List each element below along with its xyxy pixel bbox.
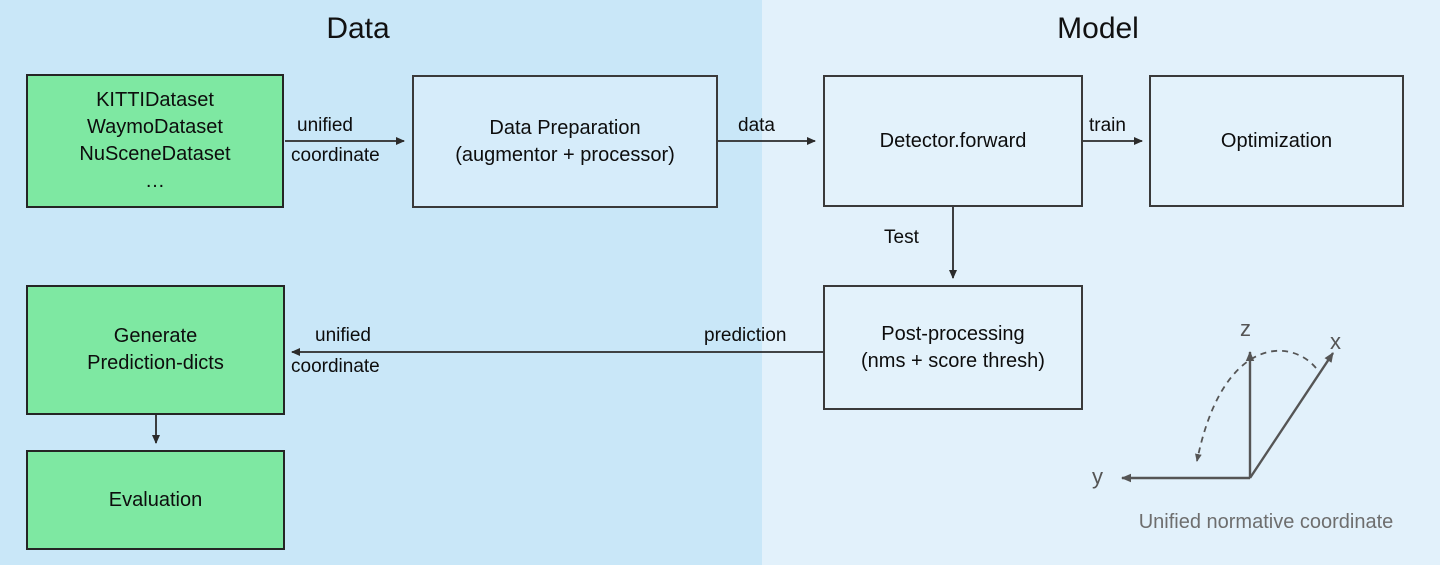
axis-z-label: z	[1240, 316, 1251, 341]
node-evaluation-label: Evaluation	[108, 488, 203, 511]
node-post-processing[interactable]: Post-processing (nms + score thresh)	[823, 285, 1083, 410]
node-detector-forward[interactable]: Detector.forward	[823, 75, 1083, 207]
edge-label-data: data	[738, 115, 775, 136]
edge-label-coordinate-top: coordinate	[291, 145, 380, 166]
node-detector-forward-label: Detector.forward	[879, 129, 1027, 152]
edge-label-prediction: prediction	[704, 325, 787, 346]
edge-label-test: Test	[884, 227, 919, 248]
node-datasets-label: KITTIDataset WaymoDataset NuSceneDataset…	[79, 89, 231, 192]
node-data-preparation[interactable]: Data Preparation (augmentor + processor)	[412, 75, 718, 208]
node-generate-prediction-dicts[interactable]: Generate Prediction-dicts	[26, 285, 285, 415]
node-data-preparation-label: Data Preparation (augmentor + processor)	[455, 116, 675, 166]
node-optimization-label: Optimization	[1220, 129, 1333, 152]
edge-label-train: train	[1089, 115, 1126, 136]
data-region-title: Data	[326, 12, 390, 45]
node-evaluation[interactable]: Evaluation	[26, 450, 285, 550]
node-optimization[interactable]: Optimization	[1149, 75, 1404, 207]
model-region-title: Model	[1057, 12, 1139, 45]
axis-y-label: y	[1092, 464, 1103, 489]
node-generate-prediction-dicts-label: Generate Prediction-dicts	[87, 325, 224, 374]
coordinate-caption: Unified normative coordinate	[1138, 511, 1394, 533]
axis-x-label: x	[1330, 329, 1341, 354]
node-post-processing-label: Post-processing (nms + score thresh)	[861, 322, 1045, 372]
edge-label-unified-bottom: unified	[315, 325, 371, 346]
edge-label-coordinate-bottom: coordinate	[291, 356, 380, 377]
node-datasets[interactable]: KITTIDataset WaymoDataset NuSceneDataset…	[26, 74, 284, 208]
edge-label-unified-top: unified	[297, 115, 353, 136]
